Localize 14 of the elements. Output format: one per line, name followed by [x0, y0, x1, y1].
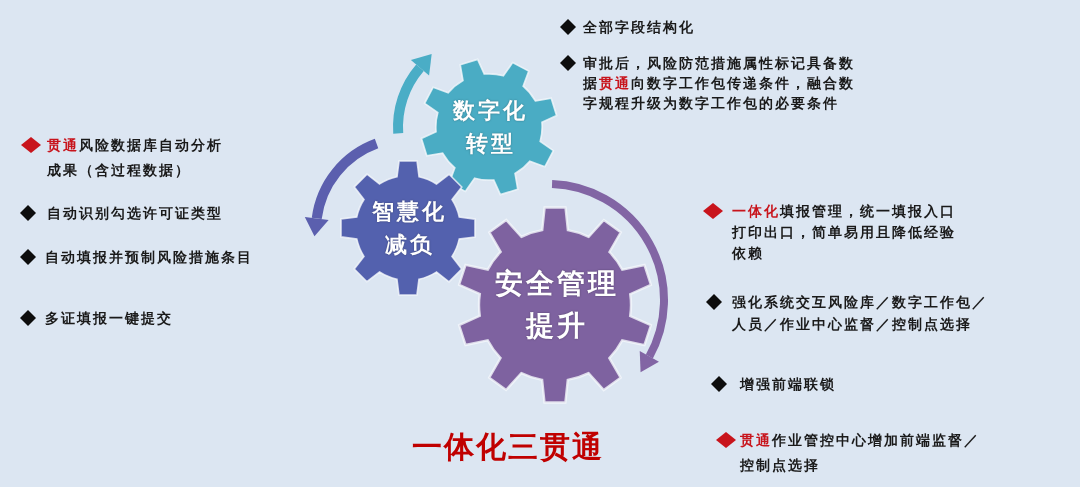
gear-label: 数字化转型	[451, 97, 529, 158]
diagram-title: 一体化三贯通	[412, 428, 604, 466]
bullet-text: 自动填报并预制风险措施条目	[45, 248, 254, 267]
bullet-text: 增强前端联锁	[740, 375, 837, 394]
gear-label: 安全管理提升	[493, 266, 620, 344]
gear-label: 智慧化减负	[371, 198, 448, 259]
bullet-text: 贯通风险数据库自动分析成果（含过程数据）	[47, 135, 224, 180]
bullet-text: 自动识别勾选许可证类型	[47, 204, 224, 223]
bullet-text: 全部字段结构化	[583, 18, 696, 37]
bullet-text: 贯通作业管控中心增加前端监督／控制点选择	[740, 430, 981, 475]
bullet-text: 多证填报一键提交	[45, 309, 174, 328]
bullet-text: 一体化填报管理，统一填报入口打印出口，简单易用且降低经验依赖	[732, 201, 957, 263]
bullet-text: 审批后，风险防范措施属性标记具备数据贯通向数字工作包传递条件，融合数字规程升级为数字工作包的必要条件	[583, 54, 856, 113]
bullet-text: 强化系统交互风险库／数字工作包／人员／作业中心监督／控制点选择	[732, 293, 989, 334]
